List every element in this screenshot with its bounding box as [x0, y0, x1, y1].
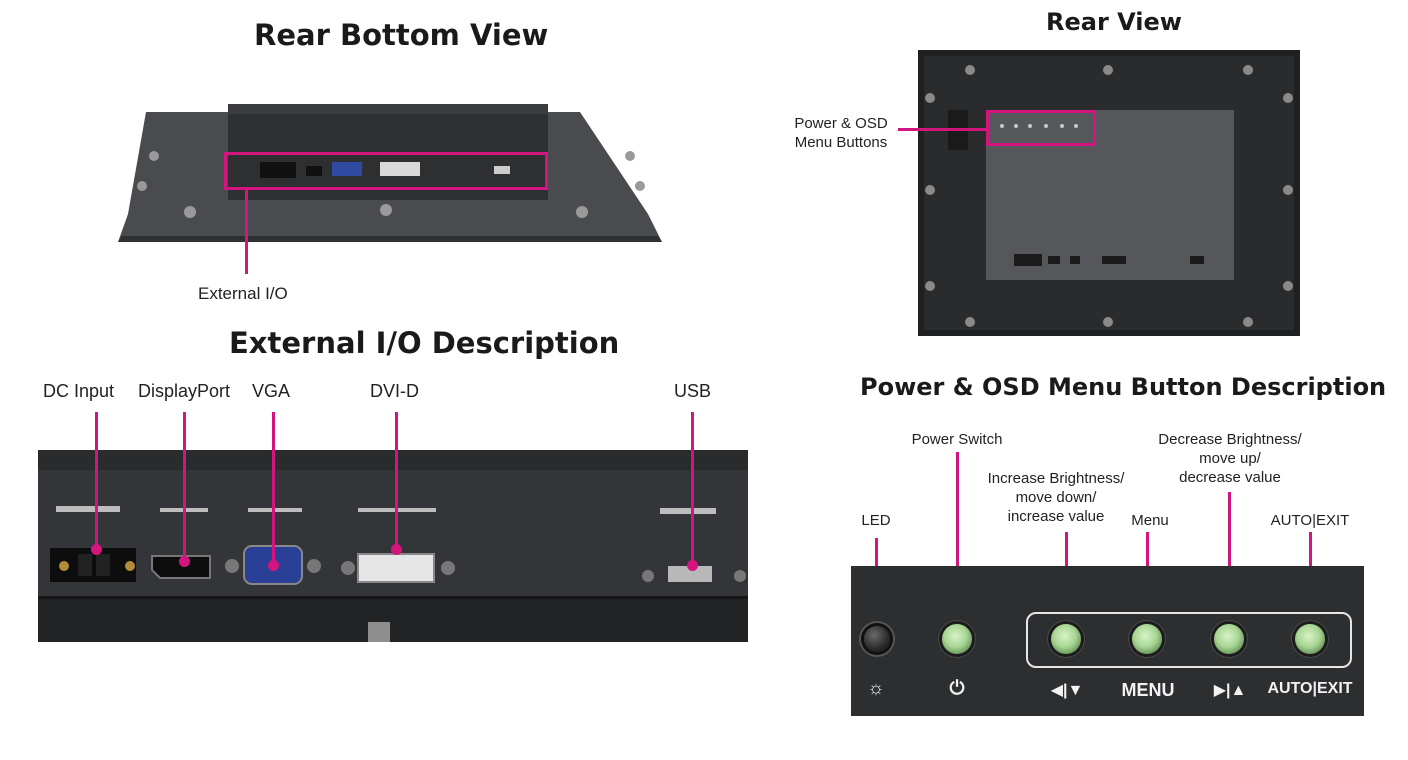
- dvi-d-dot: [391, 544, 402, 555]
- vga-leader: [272, 412, 275, 564]
- osd-buttons-leader: [898, 128, 988, 131]
- right-up-icon: ▶|▲: [1213, 682, 1247, 699]
- rear-bottom-title: Rear Bottom View: [254, 18, 549, 52]
- rear-view-photo: [918, 50, 1300, 336]
- led-sun-icon: ☼: [867, 678, 885, 699]
- port-label-vga: VGA: [252, 381, 291, 401]
- label-increase-line1: Increase Brightness/: [987, 470, 1125, 487]
- dvi-d-leader: [395, 412, 398, 548]
- port-label-dvi-d: DVI-D: [370, 381, 419, 401]
- vga-dot: [268, 560, 279, 571]
- power-icon: ⏻: [949, 678, 965, 699]
- displayport-dot: [179, 556, 190, 567]
- label-decrease-line1: Decrease Brightness/: [1158, 431, 1302, 448]
- dc-input-leader: [95, 412, 98, 548]
- osd-buttons-highlight: [986, 110, 1096, 146]
- port-label-dc-input: DC Input: [43, 381, 115, 401]
- displayport-leader: [183, 412, 186, 560]
- auto-exit-symbol: AUTO|EXIT: [1267, 680, 1353, 697]
- label-decrease-line3: decrease value: [1179, 469, 1281, 486]
- external-io-label: External I/O: [198, 284, 288, 303]
- increase-brightness-button[interactable]: [1051, 624, 1081, 654]
- power-switch-button[interactable]: [942, 624, 972, 654]
- usb-dot: [687, 560, 698, 571]
- osd-buttons-label-line1: Power & OSD: [794, 115, 888, 132]
- external-io-highlight: [224, 152, 548, 190]
- label-auto-exit: AUTO|EXIT: [1270, 512, 1350, 529]
- osd-button-group-frame: [1026, 612, 1352, 668]
- label-led: LED: [861, 512, 891, 529]
- port-label-displayport: DisplayPort: [138, 381, 231, 401]
- decrease-brightness-button[interactable]: [1214, 624, 1244, 654]
- auto-exit-button[interactable]: [1295, 624, 1325, 654]
- decrease-leader: [1228, 492, 1231, 632]
- rear-view-title: Rear View: [1046, 8, 1182, 36]
- label-menu: Menu: [1131, 512, 1169, 529]
- dc-input-dot: [91, 544, 102, 555]
- left-down-icon: ◀|▼: [1050, 682, 1084, 699]
- label-increase: Increase Brightness/ move down/ increase…: [978, 469, 1134, 526]
- usb-leader: [691, 412, 694, 564]
- led-indicator: [864, 626, 890, 652]
- osd-buttons-label-line2: Menu Buttons: [794, 134, 888, 151]
- osd-buttons-label: Power & OSD Menu Buttons: [786, 114, 896, 152]
- label-decrease-line2: move up/: [1199, 450, 1261, 467]
- io-title: External I/O Description: [229, 326, 620, 360]
- port-label-usb: USB: [674, 381, 712, 401]
- menu-button[interactable]: [1132, 624, 1162, 654]
- label-increase-line3: increase value: [1007, 508, 1105, 525]
- power-leader: [956, 452, 959, 632]
- external-io-leader: [245, 190, 248, 274]
- label-decrease: Decrease Brightness/ move up/ decrease v…: [1152, 430, 1308, 487]
- label-power-switch: Power Switch: [911, 431, 1003, 448]
- menu-symbol: MENU: [1121, 680, 1175, 700]
- rear-bottom-photo: [118, 104, 662, 242]
- osd-title: Power & OSD Menu Button Description: [860, 373, 1387, 401]
- io-panel-photo: [38, 450, 748, 642]
- label-increase-line2: move down/: [1015, 489, 1097, 506]
- osd-button-panel: [851, 566, 1364, 716]
